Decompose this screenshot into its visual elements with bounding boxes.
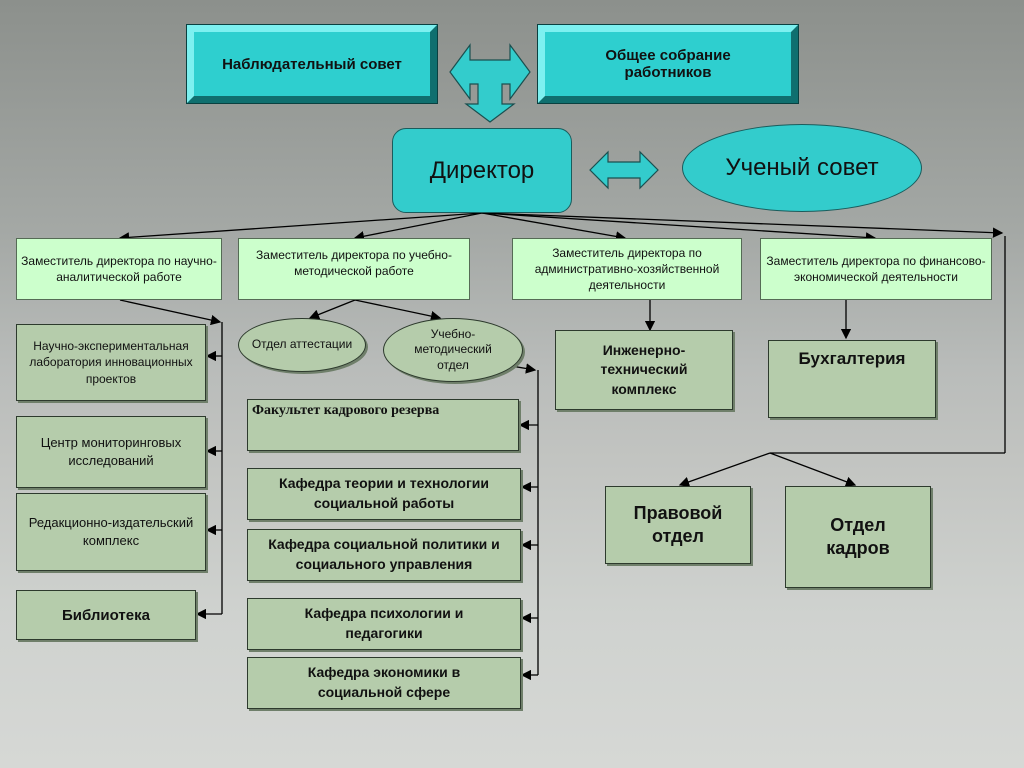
legal-dept-label: Правовой отдел	[633, 502, 723, 546]
deputy-finance-box: Заместитель директора по финансово-эконо…	[760, 238, 992, 300]
library-box: Библиотека	[16, 590, 196, 640]
lab-label: Научно-экспериментальная лаборатория инн…	[29, 339, 193, 386]
deputy-finance-label: Заместитель директора по финансово-эконо…	[766, 253, 986, 284]
legal-dept-box: Правовой отдел	[605, 486, 751, 564]
hr-dept-box: Отдел кадров	[785, 486, 931, 588]
attestation-dept-ellipse: Отдел аттестации	[238, 318, 366, 372]
accounting-box: Бухгалтерия	[768, 340, 936, 418]
general-meeting-box: Общее собрание работников	[537, 24, 799, 104]
chair-psychology-box: Кафедра психологии и педагогики	[247, 598, 521, 650]
director-box: Директор	[392, 128, 572, 213]
methodical-dept-ellipse: Учебно-методический отдел	[383, 318, 523, 382]
general-meeting-label: Общее собрание работников	[605, 47, 731, 81]
deputy-science-label: Заместитель директора по научно-аналитич…	[21, 253, 217, 284]
supervisory-board-box: Наблюдательный совет	[186, 24, 438, 104]
methodical-dept-label: Учебно-методический отдел	[414, 326, 492, 372]
double-arrow-director	[589, 150, 659, 190]
chair-social-work-label: Кафедра теории и технологии социальной р…	[278, 475, 490, 511]
director-label: Директор	[429, 156, 535, 184]
chair-social-work-box: Кафедра теории и технологии социальной р…	[247, 468, 521, 520]
academic-council-label: Ученый совет	[725, 154, 879, 181]
engineering-complex-box: Инженерно-технический комплекс	[555, 330, 733, 410]
hr-dept-label: Отдел кадров	[826, 514, 890, 558]
accounting-label: Бухгалтерия	[798, 349, 906, 368]
attestation-dept-label: Отдел аттестации	[251, 337, 353, 352]
deputy-education-label: Заместитель директора по учебно-методиче…	[256, 248, 452, 279]
chair-social-policy-label: Кафедра социальной политики и социальног…	[268, 536, 500, 572]
engineering-complex-label: Инженерно-технический комплекс	[600, 341, 688, 397]
chair-psychology-label: Кафедра психологии и педагогики	[304, 605, 464, 641]
publishing-complex-box: Редакционно-издательский комплекс	[16, 493, 206, 571]
deputy-admin-label: Заместитель директора по административно…	[534, 245, 720, 293]
lab-box: Научно-экспериментальная лаборатория инн…	[16, 324, 206, 401]
chair-economics-box: Кафедра экономики в социальной сфере	[247, 657, 521, 709]
academic-council-ellipse: Ученый совет	[682, 124, 922, 212]
deputy-science-box: Заместитель директора по научно-аналитич…	[16, 238, 222, 300]
chair-economics-label: Кафедра экономики в социальной сфере	[307, 664, 461, 700]
publishing-complex-label: Редакционно-издательский комплекс	[28, 515, 194, 548]
deputy-admin-box: Заместитель директора по административно…	[512, 238, 742, 300]
reserve-faculty-label: Факультет кадрового резерва	[252, 403, 440, 418]
supervisory-board-label: Наблюдательный совет	[222, 55, 402, 73]
monitoring-center-label: Центр мониторинговых исследований	[40, 435, 182, 468]
monitoring-center-box: Центр мониторинговых исследований	[16, 416, 206, 488]
chair-social-policy-box: Кафедра социальной политики и социальног…	[247, 529, 521, 581]
reserve-faculty-box: Факультет кадрового резерва	[247, 399, 519, 451]
deputy-education-box: Заместитель директора по учебно-методиче…	[238, 238, 470, 300]
library-label: Библиотека	[62, 606, 150, 624]
double-arrow-top	[449, 43, 531, 123]
